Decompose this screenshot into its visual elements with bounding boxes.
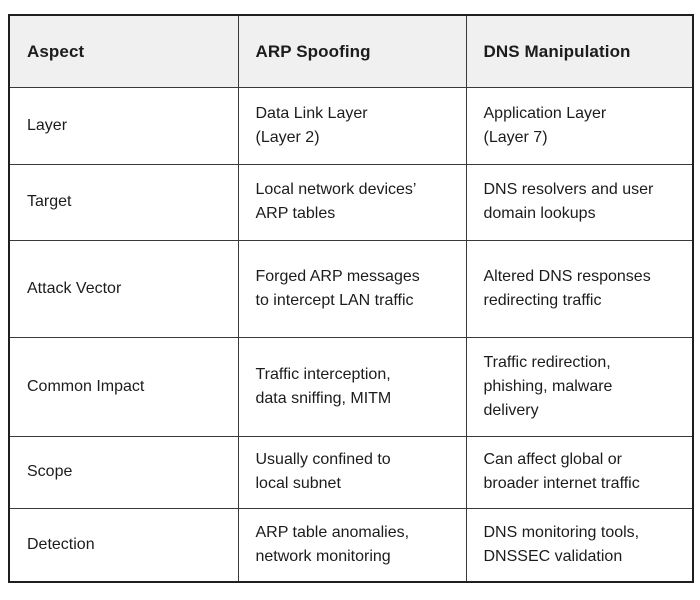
table-row: Target Local network devices’ ARP tables… — [8, 163, 694, 241]
cell-aspect: Detection — [8, 507, 239, 583]
table-body: Layer Data Link Layer (Layer 2) Applicat… — [8, 86, 694, 583]
cell-dns-value: DNS monitoring tools, DNSSEC validation — [465, 507, 694, 583]
cell-aspect: Layer — [8, 86, 239, 165]
cell-dns-value: Can affect global or broader internet tr… — [465, 435, 694, 509]
cell-dns-value: Altered DNS responses redirecting traffi… — [465, 239, 694, 338]
header-cell-aspect: Aspect — [8, 14, 239, 88]
header-row: Aspect ARP Spoofing DNS Manipulation — [8, 14, 694, 88]
cell-arp-value: Traffic interception, data sniffing, MIT… — [237, 336, 467, 437]
header-cell-dns-manipulation: DNS Manipulation — [465, 14, 694, 88]
table-row: Attack Vector Forged ARP messages to int… — [8, 239, 694, 338]
cell-aspect: Scope — [8, 435, 239, 509]
table-header: Aspect ARP Spoofing DNS Manipulation — [8, 14, 694, 88]
table-row: Common Impact Traffic interception, data… — [8, 336, 694, 437]
table-row: Scope Usually confined to local subnet C… — [8, 435, 694, 509]
table-row: Layer Data Link Layer (Layer 2) Applicat… — [8, 86, 694, 165]
cell-arp-value: ARP table anomalies, network monitoring — [237, 507, 467, 583]
cell-aspect: Target — [8, 163, 239, 241]
cell-arp-value: Data Link Layer (Layer 2) — [237, 86, 467, 165]
cell-aspect: Attack Vector — [8, 239, 239, 338]
comparison-table-container: Aspect ARP Spoofing DNS Manipulation Lay… — [8, 14, 694, 583]
cell-arp-value: Usually confined to local subnet — [237, 435, 467, 509]
table-row: Detection ARP table anomalies, network m… — [8, 507, 694, 583]
cell-dns-value: Traffic redirection, phishing, malware d… — [465, 336, 694, 437]
cell-arp-value: Local network devices’ ARP tables — [237, 163, 467, 241]
cell-dns-value: Application Layer (Layer 7) — [465, 86, 694, 165]
header-cell-arp-spoofing: ARP Spoofing — [237, 14, 467, 88]
cell-dns-value: DNS resolvers and user domain lookups — [465, 163, 694, 241]
cell-arp-value: Forged ARP messages to intercept LAN tra… — [237, 239, 467, 338]
cell-aspect: Common Impact — [8, 336, 239, 437]
comparison-table: Aspect ARP Spoofing DNS Manipulation Lay… — [8, 14, 694, 583]
